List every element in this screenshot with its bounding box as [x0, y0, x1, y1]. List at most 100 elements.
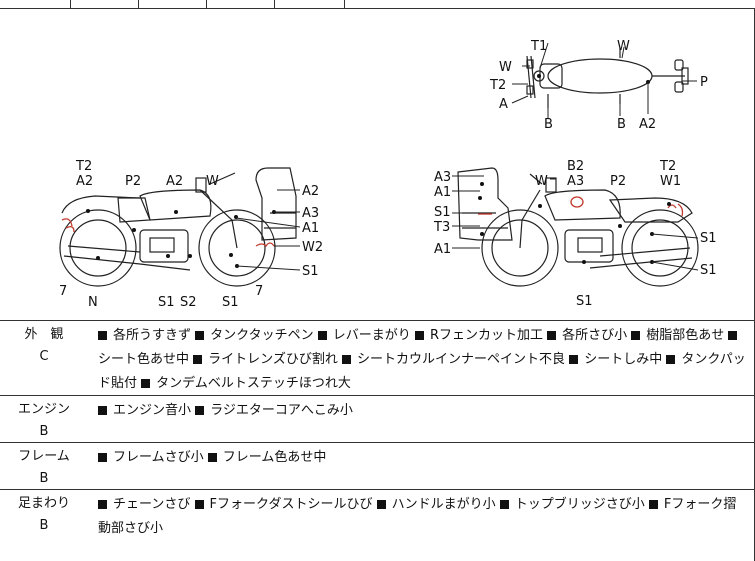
diagram-label: 7 [59, 284, 67, 299]
bullet-square-icon [207, 452, 217, 462]
category-grade: B [39, 518, 49, 533]
bullet-square-icon [195, 405, 205, 415]
condition-item: タンデムベルトステッチほつれ大 [141, 376, 351, 391]
bullet-square-icon [648, 499, 658, 509]
bullet-square-icon [499, 499, 509, 509]
condition-row-engine: エンジン B エンジン音小 ラジエターコアへこみ小 [0, 396, 755, 443]
damage-mark [667, 203, 684, 217]
diagram-label: B [544, 117, 553, 132]
bullet-square-icon [193, 354, 203, 364]
condition-item: トップブリッジさび小 [499, 497, 649, 512]
condition-item: 各所さび小 [547, 328, 631, 343]
condition-item: タンクタッチペン [195, 328, 318, 343]
diagram-label: N [88, 295, 98, 310]
diagram-label: S1 [576, 294, 593, 309]
condition-item: エンジン音小 [98, 403, 195, 418]
diagram-label: W [617, 39, 630, 54]
bullet-square-icon [141, 378, 151, 388]
diagram-label: W1 [660, 174, 681, 189]
bullet-square-icon [195, 330, 205, 340]
condition-category: 外 観 C [0, 321, 88, 395]
condition-item: 樹脂部色あせ [631, 328, 728, 343]
diagram-label: A2 [302, 184, 319, 199]
diagram-label: T2 [659, 159, 676, 174]
condition-item: フレームさび小 [98, 450, 208, 465]
condition-item: レバーまがり [317, 328, 415, 343]
diagram-label: A2 [166, 174, 183, 189]
damage-mark [61, 218, 75, 233]
category-grade: C [39, 349, 49, 364]
diagram-label: A2 [76, 174, 93, 189]
bullet-square-icon [547, 330, 557, 340]
diagram-label: A3 [434, 170, 451, 185]
diagram-label: W2 [302, 240, 323, 255]
condition-item: Rフェンカット加工 [414, 328, 547, 343]
diagram-label: A1 [434, 185, 451, 200]
condition-item: フレーム色あせ中 [207, 450, 326, 465]
category-grade: B [39, 424, 49, 439]
condition-item: ライトレンズひび割れ [193, 352, 342, 367]
diagram-label: A3 [567, 174, 584, 189]
diagram-label: W [535, 174, 548, 189]
diagram-label: S1 [700, 263, 717, 278]
diagram-label: P [700, 75, 708, 90]
condition-category: フレーム B [0, 443, 88, 489]
diagram-label: T2 [75, 159, 92, 174]
condition-row-frame: フレーム B フレームさび小 フレーム色あせ中 [0, 443, 755, 490]
category-label: エンジン [17, 402, 70, 417]
diagram-label: S1 [302, 264, 319, 279]
bullet-square-icon [569, 354, 579, 364]
condition-items: チェーンさび Fフォークダストシールひび ハンドルまがり小 トップブリッジさび小… [88, 490, 754, 561]
diagram-label: W [499, 60, 512, 75]
condition-row-exterior: 外 観 C 各所うすきず タンクタッチペン レバーまがり Rフェンカット加工 各… [0, 321, 755, 396]
condition-category: 足まわり B [0, 490, 88, 561]
category-label: フレーム [18, 449, 70, 464]
category-grade: B [39, 471, 49, 486]
diagram-label: W [206, 174, 219, 189]
diagram-svg: T1 W W T2 A P B B A2 T2 A2 P2 A2 W A2 A3… [59, 39, 717, 310]
condition-item: チェーンさび [98, 497, 195, 512]
bullet-square-icon [376, 499, 386, 509]
condition-item: ラジエターコアへこみ小 [195, 403, 353, 418]
diagram-label: S1 [158, 295, 175, 310]
condition-item: シートしみ中 [569, 352, 666, 367]
condition-row-suspension: 足まわり B チェーンさび Fフォークダストシールひび ハンドルまがり小 トップ… [0, 490, 755, 561]
diagram-label: S1 [434, 205, 451, 220]
table-top-strip [0, 0, 755, 9]
diagram-label: S1 [700, 231, 717, 246]
condition-table: 外 観 C 各所うすきず タンクタッチペン レバーまがり Rフェンカット加工 各… [0, 321, 755, 561]
condition-item: シート色あせ中 [98, 328, 743, 367]
diagram-label: P2 [125, 174, 141, 189]
condition-item: Fフォークダストシールひび [194, 497, 377, 512]
bullet-square-icon [342, 354, 352, 364]
condition-items: エンジン音小 ラジエターコアへこみ小 [88, 396, 754, 442]
bullet-square-icon [414, 330, 424, 340]
diagram-label: A1 [302, 221, 319, 236]
diagram-label: S2 [180, 295, 197, 310]
condition-item: タンクパッド貼付 [98, 352, 746, 391]
bullet-square-icon [98, 499, 107, 509]
diagram-label: S1 [222, 295, 239, 310]
diagram-label: B2 [567, 159, 584, 174]
bullet-square-icon [728, 330, 738, 340]
diagram-label: 7 [255, 284, 263, 299]
bullet-square-icon [631, 330, 641, 340]
condition-item: ハンドルまがり小 [376, 497, 500, 512]
diagram-label: P2 [610, 174, 626, 189]
condition-category: エンジン B [0, 396, 88, 442]
category-label: 足まわり [17, 496, 70, 511]
diagram-label: B [617, 117, 626, 132]
category-label: 外 観 [24, 327, 64, 342]
bullet-square-icon [98, 452, 107, 462]
bullet-square-icon [194, 499, 204, 509]
condition-items: 各所うすきず タンクタッチペン レバーまがり Rフェンカット加工 各所さび小 樹… [88, 321, 754, 395]
condition-item: シートカウルインナーペイント不良 [342, 352, 569, 367]
bullet-square-icon [98, 330, 107, 340]
diagram-label: T1 [530, 39, 547, 54]
motorcycle-damage-diagram: T1 W W T2 A P B B A2 T2 A2 P2 A2 W A2 A3… [0, 8, 755, 321]
diagram-label: A3 [302, 206, 319, 221]
diagram-label: A [499, 97, 508, 112]
condition-items: フレームさび小 フレーム色あせ中 [88, 443, 754, 489]
top-view-motorcycle [526, 48, 689, 108]
